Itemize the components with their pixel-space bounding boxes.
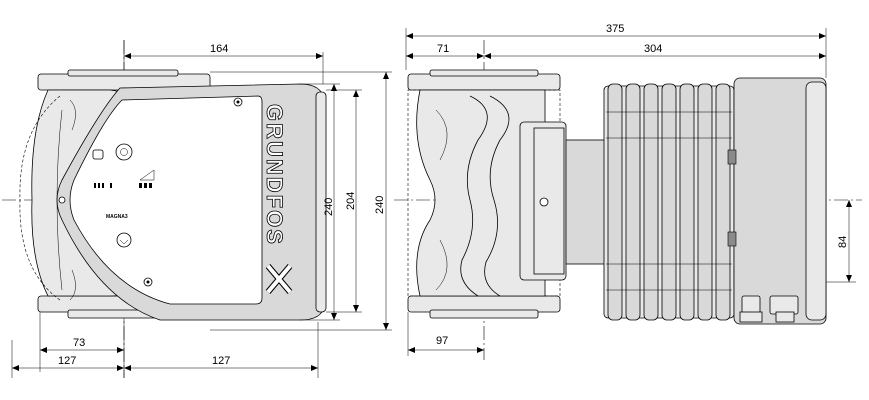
dim-label-97: 97 bbox=[436, 335, 448, 347]
side-led-bars bbox=[94, 183, 112, 188]
front-view: 375 71 304 97 84 bbox=[394, 23, 862, 360]
front-shaft-center bbox=[539, 197, 549, 207]
side-view: MAGNA3 GRUNDFOS 164 240 204 240 bbox=[2, 40, 392, 378]
side-model-label: MAGNA3 bbox=[106, 214, 128, 220]
dim-label-127-left: 127 bbox=[58, 355, 76, 367]
dim-label-71: 71 bbox=[437, 43, 449, 55]
dim-label-164: 164 bbox=[210, 43, 228, 55]
dim-label-375: 375 bbox=[606, 23, 624, 35]
dim-label-84: 84 bbox=[837, 236, 849, 248]
front-shaft bbox=[565, 139, 607, 265]
dim-label-240-outer: 240 bbox=[374, 196, 386, 214]
side-volute-hidden bbox=[19, 95, 61, 301]
side-brand-mark bbox=[265, 264, 293, 294]
side-signal-icon bbox=[139, 169, 155, 181]
dim-label-204: 204 bbox=[345, 192, 357, 210]
dim-label-240-inner: 240 bbox=[323, 198, 335, 216]
dim-label-304: 304 bbox=[644, 43, 662, 55]
front-cable-glands bbox=[739, 295, 799, 323]
front-pump-housing bbox=[416, 89, 546, 297]
side-arrow-button bbox=[116, 232, 132, 248]
side-main-button bbox=[115, 143, 133, 161]
dim-label-127-right: 127 bbox=[212, 355, 230, 367]
side-display-icon bbox=[92, 149, 104, 160]
front-motor-fins bbox=[606, 83, 732, 321]
dim-label-73: 73 bbox=[73, 337, 85, 349]
side-brand-logo: GRUNDFOS bbox=[262, 104, 287, 246]
